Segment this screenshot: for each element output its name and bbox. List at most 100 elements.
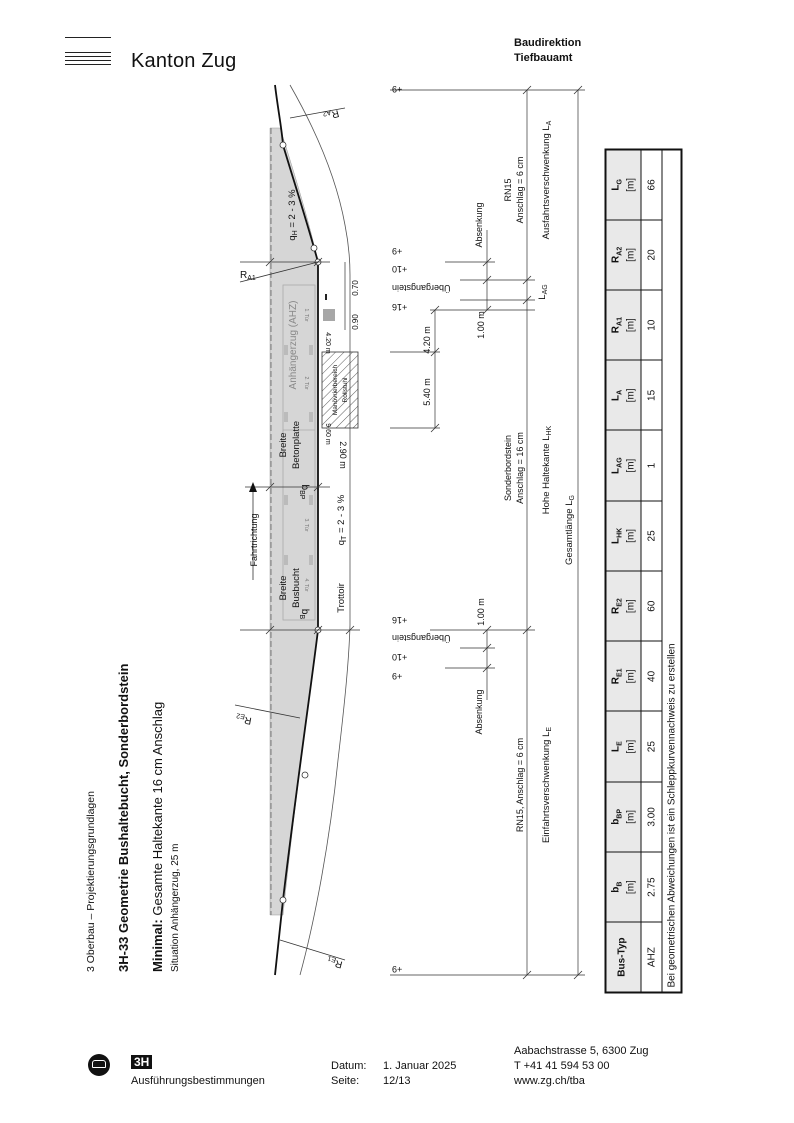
header-label: b (610, 886, 621, 893)
header-sub: BP (616, 808, 623, 819)
section-badge: 3H (131, 1055, 153, 1069)
dim-1m-top: 1.00 m (476, 311, 486, 339)
elev-label: +16 (392, 302, 407, 312)
elev-label: +9 (392, 246, 402, 256)
absenkung-label: Absenkung (474, 689, 484, 734)
breite-label: Breite (278, 433, 289, 458)
table-header-cell: bBP[m] (605, 781, 641, 852)
table-cell: 20 (640, 219, 662, 290)
header-sub: A (616, 389, 623, 395)
bus-outline (282, 284, 316, 621)
table-cell: 1 (640, 430, 662, 501)
breite-label: Breite (278, 576, 289, 601)
fahrtrichtung-arrow-icon (249, 482, 257, 492)
header-label: L (610, 537, 621, 544)
table-cell: 25 (640, 711, 662, 782)
logo-text: Kanton Zug (131, 50, 237, 72)
table-header-cell: Bus-Typ (605, 921, 641, 992)
elev-label: +10 (392, 264, 407, 274)
trottoir-label: Trottoir (336, 583, 347, 613)
uebergangstein-label: Übergangstein (392, 283, 451, 293)
bb-label: bB (298, 609, 310, 620)
table-cell: 66 (640, 149, 662, 220)
table-header-cell: LE[m] (605, 711, 641, 782)
header-sub: E (616, 740, 623, 746)
header-sub: A1 (616, 316, 623, 326)
header-label: L (610, 184, 621, 191)
header-sub: E2 (616, 597, 623, 607)
table-note: Bei geometrischen Abweichungen ist ein S… (661, 149, 681, 992)
bus-wheels (284, 345, 313, 565)
uebergangstein-label: Übergangstein (392, 633, 451, 643)
sidewalk-edge (289, 84, 351, 976)
dim-420: 4.20 m (422, 326, 432, 354)
busbucht-label: Busbucht (291, 568, 302, 608)
header-label: L (610, 394, 621, 401)
header-sub: A2 (616, 246, 623, 256)
header-unit: [m] (625, 247, 636, 262)
hohe-haltekante-label: Hohe Haltekante LHK (541, 425, 553, 514)
table-cell: 60 (640, 570, 662, 641)
door-label: 3. Tür (303, 519, 309, 532)
table-header-cell: LA[m] (605, 359, 641, 430)
table-header-cell: LHK[m] (605, 500, 641, 571)
header-unit: [m] (625, 528, 636, 543)
dept-line1: Baudirektion (514, 37, 582, 49)
bus-icon (88, 1054, 110, 1076)
header-sub: E1 (616, 667, 623, 677)
website-link[interactable]: www.zg.ch/tba (514, 1075, 585, 1087)
phone: T +41 41 594 53 00 (514, 1060, 610, 1072)
absenkung-label: Absenkung (474, 202, 484, 247)
radius-leaders (234, 107, 346, 961)
header-label: R (610, 255, 621, 263)
table-cell: 40 (640, 640, 662, 711)
elev-label: +16 (392, 615, 407, 625)
header-unit: [m] (625, 317, 636, 332)
door-label: 1. Tür (303, 309, 309, 322)
dim-1m-bottom: 1.00 m (476, 598, 486, 626)
table-cell: 2.75 (640, 851, 662, 922)
elev-label: +10 (392, 652, 407, 662)
header-sub: HK (616, 527, 623, 538)
qh-label: qH = 2 - 3 % (287, 189, 299, 241)
dim-290: 2.90 m (338, 441, 348, 469)
door-label: 2. Tür (303, 377, 309, 390)
header-sub: AG (616, 456, 623, 468)
header-sub: B (616, 881, 623, 887)
gesamtlaenge-label: Gesamtlänge LG (564, 495, 576, 565)
table-header-cell: RA2[m] (605, 219, 641, 290)
header-unit: [m] (625, 879, 636, 894)
rn15-6-label: RN15, Anschlag = 6 cm (515, 738, 525, 832)
table-cell: AHZ (640, 921, 662, 992)
dim-070: 0.70 (351, 280, 360, 296)
wheelchair-area (321, 351, 359, 429)
table-header-cell: LG[m] (605, 149, 641, 220)
table-note-row: Bei geometrischen Abweichungen ist ein S… (661, 149, 681, 992)
einfahrt-label: Einfahrtsverschwenkung LE (541, 727, 553, 843)
bus-bay-area (269, 127, 319, 916)
table-header-cell: RE1[m] (605, 640, 641, 711)
bbp-label: bBP (298, 485, 310, 500)
sonderbordstein-label: Sonderbordstein (503, 435, 513, 501)
header-unit: [m] (625, 809, 636, 824)
table-cell: 25 (640, 500, 662, 571)
date-label: Datum: (331, 1060, 367, 1072)
logo-mark (65, 37, 111, 68)
table-cell: 15 (640, 359, 662, 430)
address: Aabachstrasse 5, 6300 Zug (514, 1045, 649, 1057)
ra1-label: RA1 (240, 270, 256, 282)
header-unit: [m] (625, 458, 636, 473)
header-unit: [m] (625, 598, 636, 613)
door-label: 4. Tür (303, 579, 309, 592)
department: Baudirektion Tiefbauamt (514, 36, 581, 66)
header-label: L (610, 745, 621, 752)
table-header-cell: RE2[m] (605, 570, 641, 641)
manoevrier-label: Manövrierbereich (332, 365, 339, 416)
re1-label: RE1 (326, 954, 344, 970)
elev-label: +9 (392, 964, 402, 974)
ra2-label: RA2 (322, 106, 340, 122)
header-label: b (610, 818, 621, 825)
